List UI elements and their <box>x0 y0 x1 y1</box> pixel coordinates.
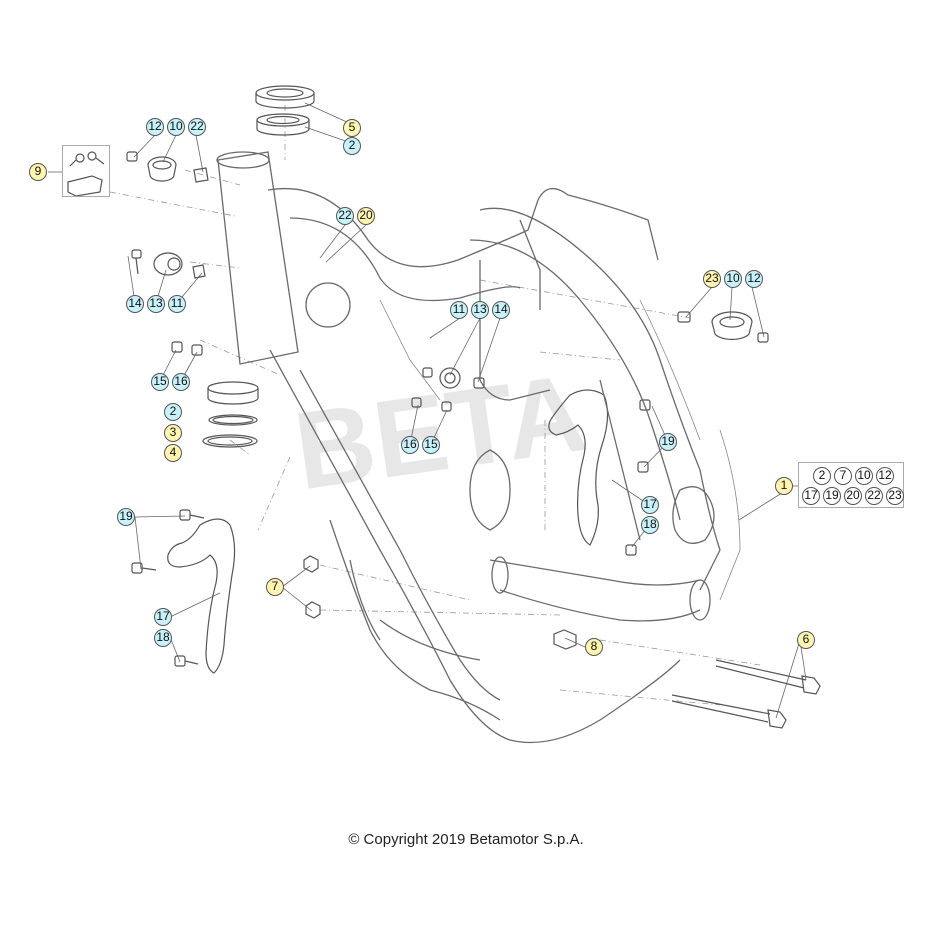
kit-item[interactable]: 17 <box>802 487 820 505</box>
callout-16[interactable]: 16 <box>172 373 190 391</box>
engine-brackets <box>167 389 609 674</box>
motorcycle-frame <box>216 151 741 744</box>
kit-item[interactable]: 7 <box>834 467 852 485</box>
kit-contents-box: 2 7 10 12 17 19 20 22 23 <box>798 462 904 508</box>
hardware-right <box>411 311 821 729</box>
kit-item[interactable]: 2 <box>813 467 831 485</box>
callout-17[interactable]: 17 <box>641 496 659 514</box>
callout-22[interactable]: 22 <box>336 207 354 225</box>
callout-18[interactable]: 18 <box>154 629 172 647</box>
callout-7[interactable]: 7 <box>266 578 284 596</box>
key-parts <box>67 151 105 197</box>
kit-item[interactable]: 10 <box>855 467 873 485</box>
callout-2[interactable]: 2 <box>343 137 361 155</box>
kit-item[interactable]: 22 <box>865 487 883 505</box>
callout-5[interactable]: 5 <box>343 119 361 137</box>
callout-15[interactable]: 15 <box>422 436 440 454</box>
hardware-left <box>126 151 321 667</box>
callout-20[interactable]: 20 <box>357 207 375 225</box>
callout-22[interactable]: 22 <box>188 118 206 136</box>
callout-14[interactable]: 14 <box>492 301 510 319</box>
key-kit-box <box>62 145 110 197</box>
callout-11[interactable]: 11 <box>450 301 468 319</box>
callout-11[interactable]: 11 <box>168 295 186 313</box>
callout-14[interactable]: 14 <box>126 295 144 313</box>
kit-item[interactable]: 20 <box>844 487 862 505</box>
kit-row-1: 2 7 10 12 <box>813 467 894 485</box>
callout-2[interactable]: 2 <box>164 403 182 421</box>
callout-6[interactable]: 6 <box>797 631 815 649</box>
callout-10[interactable]: 10 <box>724 270 742 288</box>
alignment-lines <box>109 105 761 706</box>
callout-10[interactable]: 10 <box>167 118 185 136</box>
callout-9[interactable]: 9 <box>29 163 47 181</box>
callout-19[interactable]: 19 <box>117 508 135 526</box>
callout-4[interactable]: 4 <box>164 444 182 462</box>
kit-row-2: 17 19 20 22 23 <box>802 487 904 505</box>
callout-17[interactable]: 17 <box>154 608 172 626</box>
callout-13[interactable]: 13 <box>147 295 165 313</box>
callout-19[interactable]: 19 <box>659 433 677 451</box>
callout-12[interactable]: 12 <box>146 118 164 136</box>
steering-head-parts <box>202 85 315 448</box>
callout-15[interactable]: 15 <box>151 373 169 391</box>
copyright-text: © Copyright 2019 Betamotor S.p.A. <box>348 831 584 848</box>
kit-item[interactable]: 19 <box>823 487 841 505</box>
callout-16[interactable]: 16 <box>401 436 419 454</box>
callout-18[interactable]: 18 <box>641 516 659 534</box>
callout-8[interactable]: 8 <box>585 638 603 656</box>
kit-item[interactable]: 23 <box>886 487 904 505</box>
callout-13[interactable]: 13 <box>471 301 489 319</box>
callout-23[interactable]: 23 <box>703 270 721 288</box>
callout-12[interactable]: 12 <box>745 270 763 288</box>
callout-3[interactable]: 3 <box>164 424 182 442</box>
callout-1[interactable]: 1 <box>775 477 793 495</box>
kit-item[interactable]: 12 <box>876 467 894 485</box>
